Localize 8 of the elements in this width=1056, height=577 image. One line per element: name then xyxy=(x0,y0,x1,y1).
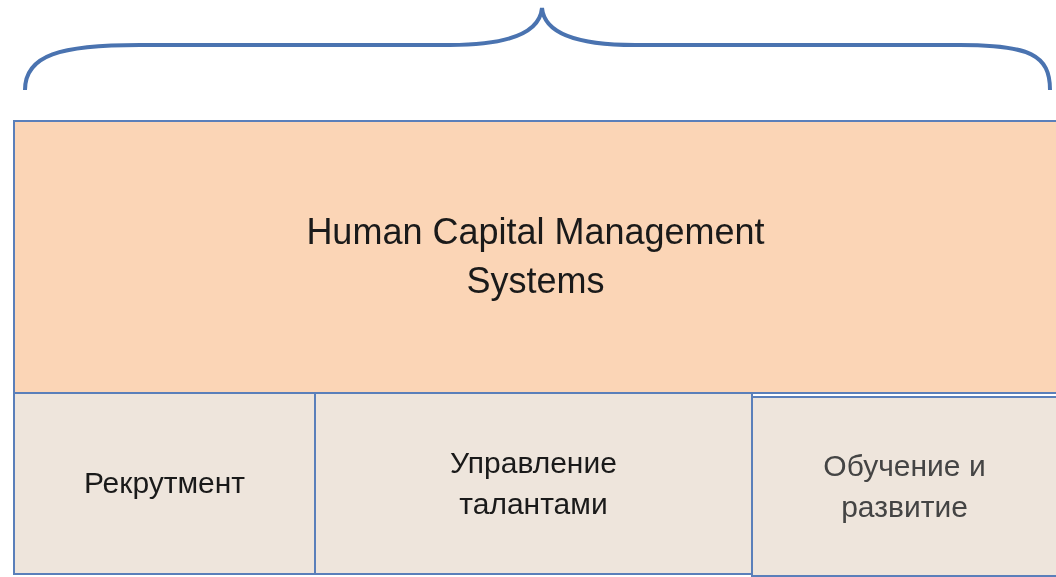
module-label: Управление талантами xyxy=(449,445,618,522)
module-label: Рекрутмент xyxy=(83,465,246,502)
module-box xyxy=(314,392,753,575)
module-box xyxy=(13,392,316,575)
module-box xyxy=(751,396,1056,577)
system-box xyxy=(13,120,1056,394)
module-label: Обучение и развитие xyxy=(822,448,987,525)
system-title: Human Capital Management Systems xyxy=(305,210,766,303)
